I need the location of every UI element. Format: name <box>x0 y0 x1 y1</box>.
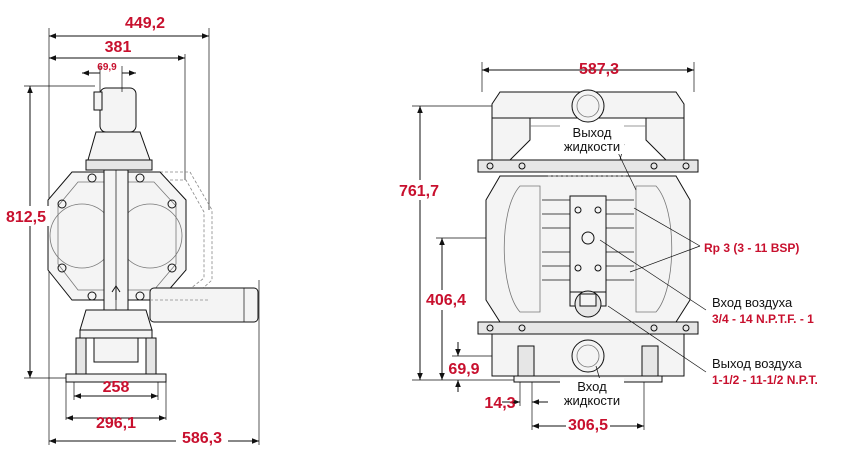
dim-base-inner: 258 <box>103 379 130 396</box>
front-view: 587,3 761,7 406,4 69,9 14,3 306,5 Выход … <box>398 61 818 434</box>
air-inlet-port <box>581 231 595 245</box>
air-valve-nub <box>93 91 103 111</box>
dim-height: 812,5 <box>6 209 46 226</box>
dim-air-inlet-height: 406,4 <box>426 292 466 309</box>
flange-bolts-top <box>486 162 690 170</box>
right-chamber <box>635 185 673 313</box>
label-fluid-inlet-1: Вход <box>577 379 607 394</box>
dim-bottom-offset: 69,9 <box>448 361 479 378</box>
upper-flange <box>477 159 699 173</box>
left-chamber <box>503 185 541 313</box>
label-air-outlet-thread: 1-1/2 - 11-1/2 N.P.T. <box>712 373 818 387</box>
base-foot <box>65 373 167 383</box>
label-air-outlet-title: Выход воздуха <box>712 356 802 371</box>
lower-flange <box>477 321 699 335</box>
dim-overall-width: 449,2 <box>125 15 165 32</box>
label-air-inlet-thread: 3/4 - 14 N.P.T.F. - 1 <box>712 312 814 326</box>
dim-base-outer: 296,1 <box>96 415 136 432</box>
side-view: 449,2 381 69,9 812,5 258 296,1 586,3 <box>4 13 260 447</box>
dim-foot-offset: 14,3 <box>484 395 515 412</box>
inlet-manifold <box>93 337 139 363</box>
side-inlet-pipe <box>149 287 259 323</box>
dim-front-height: 761,7 <box>399 183 439 200</box>
manifold-flange <box>85 159 153 171</box>
dim-front-width: 587,3 <box>579 61 619 78</box>
label-fluid-inlet-2: жидкости <box>564 393 620 408</box>
label-fluid-outlet-2: жидкости <box>564 139 620 154</box>
housing-bolts <box>57 173 177 301</box>
flange-bolts-bottom <box>486 324 690 332</box>
label-air-inlet-title: Вход воздуха <box>712 295 793 310</box>
dim-total-depth: 586,3 <box>182 430 222 447</box>
air-valve-cap <box>99 87 137 133</box>
outlet-manifold <box>87 131 151 161</box>
dim-top-offset: 69,9 <box>97 62 117 73</box>
dim-mount-width: 306,5 <box>568 417 608 434</box>
diaphragm-ribs <box>542 199 634 281</box>
dim-body-width: 381 <box>105 39 132 56</box>
label-port-size: Rp 3 (3 - 11 BSP) <box>704 241 799 255</box>
label-fluid-outlet-1: Выход <box>573 125 612 140</box>
